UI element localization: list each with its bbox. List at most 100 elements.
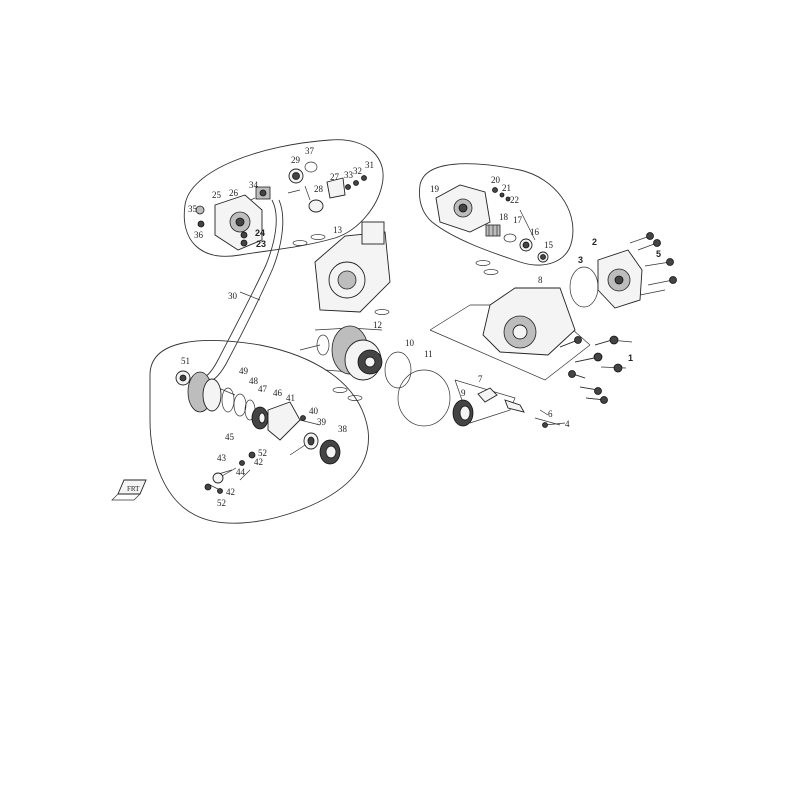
callout-6: 6 [548, 409, 553, 419]
bearing-39 [303, 432, 319, 450]
callout-19: 19 [430, 184, 440, 194]
bolt-4 [542, 422, 548, 428]
seal-38 [319, 439, 341, 465]
callout-17: 17 [513, 215, 523, 225]
callout-15: 15 [544, 240, 554, 250]
oring-10 [384, 351, 412, 389]
main-housing-13 [314, 221, 391, 313]
bolt-23 [240, 239, 248, 247]
callout-8: 8 [538, 275, 543, 285]
callout-52b: 52 [217, 498, 226, 508]
callout-1: 1 [628, 353, 633, 363]
circlip-17 [503, 233, 517, 243]
callout-41: 41 [286, 393, 295, 403]
callout-31: 31 [365, 160, 374, 170]
washer-52a [239, 460, 245, 466]
callout-13: 13 [333, 225, 343, 235]
link-cable-30-b [204, 199, 284, 383]
oring-near-12 [316, 334, 330, 356]
pin-33 [345, 184, 351, 190]
callout-49: 49 [239, 366, 249, 376]
callout-23: 23 [256, 239, 266, 249]
front-direction-icon: FRT [111, 479, 147, 501]
pin-21 [499, 192, 505, 198]
bolt-36 [197, 220, 205, 228]
callout-3: 3 [578, 255, 583, 265]
bearing-16 [519, 238, 533, 252]
cover-2 [597, 249, 643, 309]
callout-30: 30 [228, 291, 238, 301]
bolt-40 [300, 415, 306, 421]
callout-20: 20 [491, 175, 501, 185]
callout-10: 10 [405, 338, 415, 348]
callout-26: 26 [229, 188, 239, 198]
bolts-5 [629, 232, 677, 296]
washer-42b [204, 483, 212, 491]
bolts-1 [559, 335, 623, 404]
group-outline-upper-right [419, 163, 574, 266]
callout-33: 33 [344, 170, 354, 180]
callout-52a: 52 [258, 448, 267, 458]
callout-44: 44 [236, 467, 246, 477]
front-cover-26 [214, 194, 263, 251]
callout-28: 28 [314, 184, 324, 194]
callout-37: 37 [305, 146, 315, 156]
group-outline-upper-left [183, 139, 384, 257]
callout-18: 18 [499, 212, 509, 222]
callout-46: 46 [273, 388, 283, 398]
spacer-43 [212, 472, 224, 484]
pin-20 [492, 187, 498, 193]
pin-44 [221, 467, 237, 477]
flange-49 [187, 371, 222, 413]
rear-housing-19 [435, 184, 491, 233]
gasket-28 [308, 199, 324, 213]
rear-case-8 [482, 287, 576, 356]
callout-27: 27 [330, 172, 340, 182]
callout-45: 45 [225, 432, 235, 442]
washer-42a [248, 451, 256, 459]
callout-labels: 1 2 3 4 5 6 7 8 9 10 11 12 13 15 16 17 1… [181, 146, 661, 508]
callout-35: 35 [188, 204, 198, 214]
callout-12: 12 [373, 320, 382, 330]
callout-7: 7 [478, 374, 483, 384]
callout-42b: 42 [226, 487, 235, 497]
callout-47: 47 [258, 384, 268, 394]
callout-32: 32 [353, 166, 362, 176]
shim-47 [233, 393, 247, 417]
callout-51: 51 [181, 356, 190, 366]
callout-22: 22 [510, 195, 519, 205]
callout-38: 38 [338, 424, 348, 434]
seal-51 [175, 370, 191, 386]
callout-11: 11 [424, 349, 433, 359]
callout-5: 5 [656, 249, 661, 259]
oring-3 [569, 266, 599, 308]
callout-16: 16 [530, 227, 540, 237]
actuator-34 [255, 186, 271, 200]
callout-9: 9 [461, 388, 466, 398]
housing-27 [326, 177, 346, 199]
callout-40: 40 [309, 406, 319, 416]
callout-2: 2 [592, 237, 597, 247]
washer-35 [195, 205, 205, 215]
callout-25: 25 [212, 190, 222, 200]
callout-36: 36 [194, 230, 204, 240]
front-direction-label: FRT [127, 485, 140, 493]
callout-29: 29 [291, 155, 301, 165]
washer-52b [217, 488, 223, 494]
bracket-7 [477, 387, 498, 403]
sensor-6 [504, 399, 525, 413]
ring-gear-12 [331, 325, 383, 381]
callout-43: 43 [217, 453, 227, 463]
callout-48: 48 [249, 376, 259, 386]
oring-11 [397, 369, 451, 427]
housing-41 [267, 401, 301, 441]
callout-39: 39 [317, 417, 327, 427]
seal-29 [288, 168, 304, 184]
callout-21: 21 [502, 183, 511, 193]
callout-24: 24 [255, 228, 265, 238]
callout-42a: 42 [254, 457, 263, 467]
pin-31 [361, 175, 367, 181]
group-outline-lower-left [149, 340, 369, 524]
